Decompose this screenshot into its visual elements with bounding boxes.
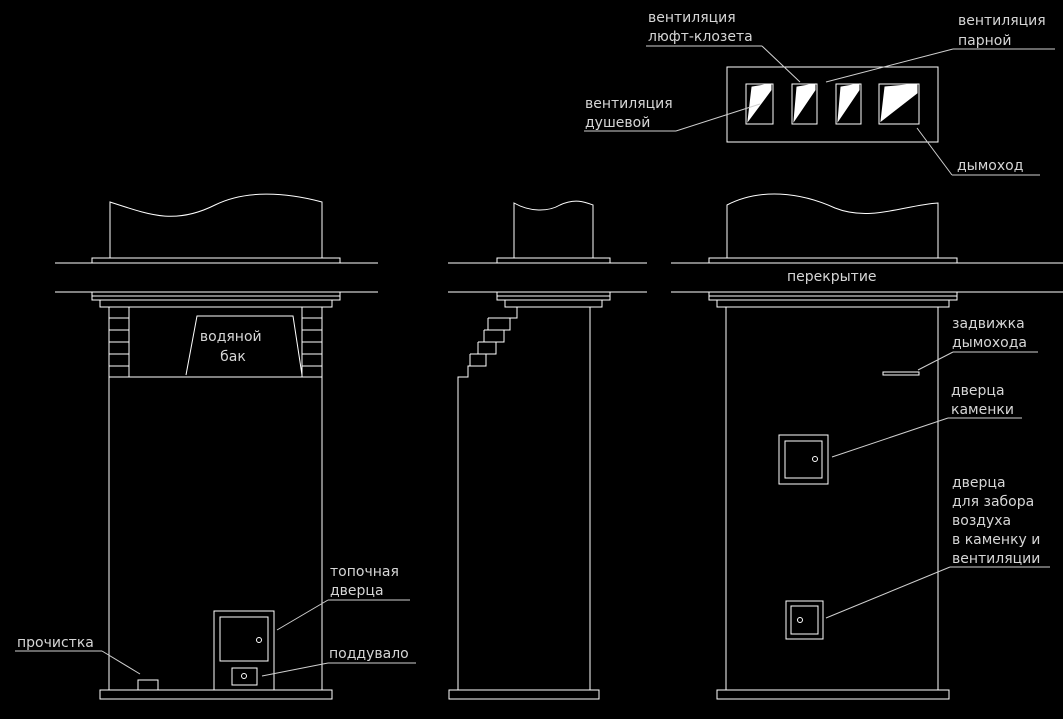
label-ceiling: перекрытие bbox=[787, 269, 877, 285]
firebox-door-handle bbox=[256, 637, 262, 643]
side-chimney-stack bbox=[513, 200, 594, 259]
label-chimney: дымоход bbox=[957, 158, 1023, 174]
front-top-plinth-1 bbox=[91, 295, 341, 301]
ash-pit-handle bbox=[241, 673, 247, 679]
chimney-flue bbox=[878, 83, 920, 125]
front-chimney-stack bbox=[109, 193, 323, 259]
chimney-section bbox=[726, 66, 939, 143]
front-view bbox=[91, 193, 341, 700]
label-damper: задвижка дымохода bbox=[952, 316, 1029, 351]
side-step-lines bbox=[469, 317, 510, 366]
front-left-brick-column bbox=[109, 307, 130, 377]
front-chimney-collar bbox=[91, 257, 341, 264]
back-body bbox=[725, 306, 939, 691]
label-vent-shower: вентиляция душевой bbox=[585, 96, 677, 131]
air-door-frame bbox=[785, 600, 824, 640]
back-view bbox=[708, 193, 958, 700]
back-floor-base bbox=[716, 689, 950, 700]
side-floor-base bbox=[448, 689, 600, 700]
side-chimney-collar bbox=[496, 257, 611, 264]
heater-door bbox=[784, 440, 823, 479]
chimney-section-outline bbox=[726, 66, 939, 143]
front-body bbox=[108, 306, 323, 691]
vent-shower-channel bbox=[745, 83, 774, 125]
back-top-plinth-2 bbox=[716, 299, 950, 308]
ceiling-lines-middle bbox=[448, 262, 647, 296]
back-chimney-collar bbox=[708, 257, 958, 264]
vent-closet-channel bbox=[791, 83, 818, 125]
label-vent-closet: вентиляция люфт-клозета bbox=[648, 10, 753, 45]
label-vent-steam: вентиляция парной bbox=[958, 13, 1050, 49]
back-top-plinth-1 bbox=[708, 295, 958, 301]
label-firebox-door: топочная дверца bbox=[330, 564, 403, 599]
label-ash-pit: поддувало bbox=[329, 646, 409, 662]
water-tank bbox=[185, 315, 303, 376]
leader-lines bbox=[15, 45, 1055, 677]
label-water-tank: водяной бак bbox=[200, 329, 266, 365]
side-body bbox=[457, 306, 591, 691]
ceiling-lines-right bbox=[671, 262, 1063, 296]
ceiling-lines-left bbox=[55, 262, 378, 296]
front-top-plinth-2 bbox=[99, 299, 333, 308]
heater-door-handle bbox=[812, 456, 818, 462]
ash-pit-door bbox=[231, 667, 258, 686]
label-heater-door: дверца каменки bbox=[951, 383, 1014, 418]
side-top-plinth-1 bbox=[496, 295, 611, 301]
labels: вентиляция люфт-клозета вентиляция парно… bbox=[17, 10, 1050, 662]
side-top-plinth-2 bbox=[504, 299, 603, 308]
label-cleanout: прочистка bbox=[17, 635, 94, 651]
vent-steam-channel bbox=[835, 83, 862, 125]
back-chimney-stack bbox=[726, 193, 939, 259]
front-floor-base bbox=[99, 689, 333, 700]
heater-door-frame bbox=[778, 434, 829, 485]
firebox-door bbox=[219, 616, 269, 662]
label-air-door: дверца для забора воздуха в каменку и ве… bbox=[952, 475, 1045, 567]
chimney-damper bbox=[882, 371, 920, 376]
air-door-handle bbox=[797, 617, 803, 623]
air-door bbox=[790, 605, 819, 635]
side-view bbox=[448, 200, 611, 700]
cleanout-plug bbox=[137, 679, 159, 691]
front-right-brick-column bbox=[301, 307, 322, 377]
